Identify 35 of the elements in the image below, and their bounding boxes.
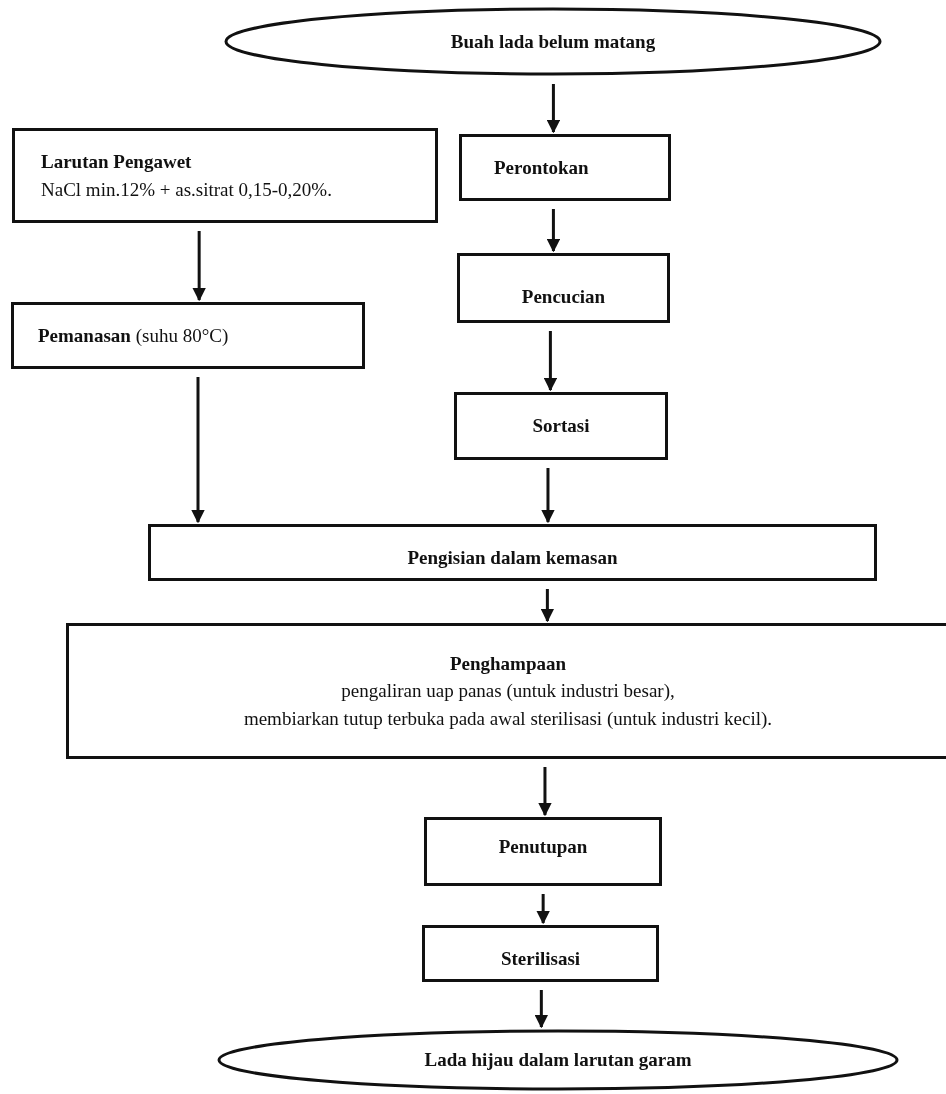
step-label: Lada hijau dalam larutan garam (423, 1048, 693, 1073)
step-label: Pencucian (520, 285, 607, 310)
arrow (538, 767, 552, 817)
arrow (543, 331, 558, 392)
process-box (12, 128, 438, 223)
step-label: Sortasi (531, 414, 591, 439)
step-label: Sterilisasi (499, 946, 582, 971)
step-label: Pengisian dalam kemasan (406, 545, 619, 570)
process-box (11, 302, 365, 369)
process-box (454, 392, 668, 460)
arrow (191, 377, 205, 524)
process-box (459, 134, 671, 201)
step-label: Pemanasan (suhu 80°C) (38, 323, 230, 348)
arrow (546, 209, 561, 253)
process-box (148, 524, 877, 581)
terminal-ellipse (217, 1029, 899, 1091)
step-label: Penutupan (497, 834, 589, 859)
process-box (457, 253, 670, 323)
arrow (541, 468, 555, 524)
step-label: Perontokan (494, 155, 590, 180)
step-label: Larutan Pengawet (41, 149, 193, 174)
arrow (192, 231, 206, 302)
terminal-ellipse (224, 7, 882, 76)
step-label: Buah lada belum matang (449, 29, 657, 54)
arrow (546, 84, 561, 134)
arrow (540, 589, 555, 623)
step-description: pengaliran uap panas (untuk industri besar), (340, 679, 676, 704)
step-label: Penghampaan (448, 651, 568, 676)
step-description: NaCl min.12% + as.sitrat 0,15-0,20%. (41, 177, 333, 202)
arrow (536, 894, 550, 925)
process-box (424, 817, 662, 886)
process-box (422, 925, 659, 982)
process-box (66, 623, 946, 759)
arrow (534, 990, 549, 1029)
step-description: membiarkan tutup terbuka pada awal sterilisasi (untuk industri kecil). (242, 706, 774, 731)
